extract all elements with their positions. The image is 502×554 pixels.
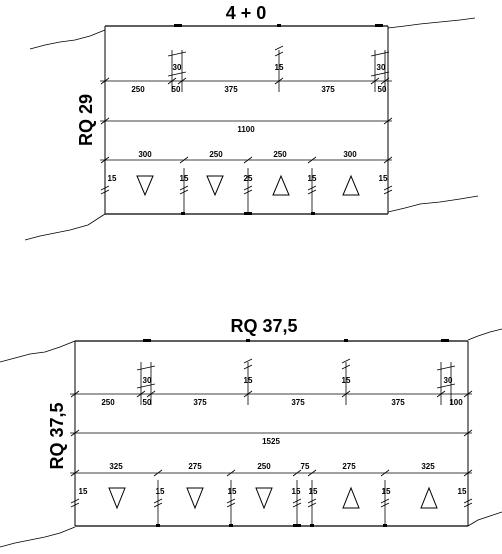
row2-label: 275 xyxy=(188,462,202,471)
side-label: RQ 29 xyxy=(76,94,96,146)
row2-label: 250 xyxy=(273,150,287,159)
mark-label: 30 xyxy=(377,63,386,72)
row2-label: 325 xyxy=(421,462,435,471)
lane-width-label: 15 xyxy=(156,487,165,496)
mark-label: 15 xyxy=(275,63,284,72)
lane-width-label: 15 xyxy=(108,174,117,183)
top-marker xyxy=(174,24,182,27)
top-marker xyxy=(277,24,281,27)
lane-width-label: 15 xyxy=(458,487,467,496)
arrow-up-icon xyxy=(420,486,438,509)
arrow-up-icon xyxy=(342,174,360,196)
arrow-up-icon xyxy=(342,486,360,509)
total-label: 1525 xyxy=(262,437,280,446)
lane-width-label: 15 xyxy=(228,487,237,496)
cross-section-2 xyxy=(0,328,502,548)
top-marker xyxy=(441,339,449,342)
side-label: RQ 37,5 xyxy=(47,402,67,469)
row1-label: 375 xyxy=(193,398,207,407)
dim-ticks-total xyxy=(70,429,473,437)
row2-label: 275 xyxy=(342,462,356,471)
diagram-title: RQ 37,5 xyxy=(230,316,297,336)
lane-width-label: 15 xyxy=(379,174,388,183)
terrain-bottom-right xyxy=(387,195,479,213)
dim-ticks-row2 xyxy=(100,156,393,164)
terrain-top-left xyxy=(29,29,106,50)
row2-label: 250 xyxy=(209,150,223,159)
mark-label: 30 xyxy=(173,63,182,72)
cross-section-1 xyxy=(24,17,479,241)
arrow-down-icon xyxy=(255,487,273,510)
lane-cross xyxy=(70,498,473,508)
row1-label: 375 xyxy=(391,398,405,407)
terrain-bottom-right xyxy=(467,511,502,527)
dim-ticks-row1 xyxy=(70,390,473,398)
terrain-top-left xyxy=(0,340,76,363)
row1-label: 375 xyxy=(291,398,305,407)
terrain-bottom-left xyxy=(0,526,76,548)
row1-label: 50 xyxy=(172,85,181,94)
row1-label: 100 xyxy=(449,398,463,407)
lane-width-label: 15 xyxy=(180,174,189,183)
top-marker xyxy=(344,339,348,342)
terrain-top-right xyxy=(467,328,502,341)
row2-label: 300 xyxy=(138,150,152,159)
dim-ticks-row1 xyxy=(100,77,390,85)
bottom-marker xyxy=(311,212,315,215)
lane-width-label: 15 xyxy=(309,487,318,496)
top-marker xyxy=(246,339,250,342)
arrow-down-icon xyxy=(108,487,126,510)
row1-label: 250 xyxy=(131,85,145,94)
lane-width-label: 15 xyxy=(308,174,317,183)
lane-cross xyxy=(100,185,393,195)
mark-label: 30 xyxy=(143,376,152,385)
arrow-down-icon xyxy=(206,175,224,197)
mark-label: 30 xyxy=(444,376,453,385)
row2-label: 300 xyxy=(343,150,357,159)
row1-label: 50 xyxy=(378,85,387,94)
arrow-down-icon xyxy=(136,175,154,197)
tick-cross xyxy=(136,358,456,389)
row1-label: 375 xyxy=(224,85,238,94)
diagram-title: 4 + 0 xyxy=(226,3,267,23)
row1-label: 375 xyxy=(321,85,335,94)
lane-width-label: 15 xyxy=(79,487,88,496)
lane-width-label: 15 xyxy=(292,487,301,496)
total-label: 1100 xyxy=(237,125,255,134)
terrain-bottom-left xyxy=(24,213,106,241)
terrain-top-right xyxy=(387,17,476,29)
lane-width-label: 15 xyxy=(382,487,391,496)
top-marker xyxy=(375,24,383,27)
arrow-down-icon xyxy=(186,487,204,510)
row2-label: 325 xyxy=(109,462,123,471)
lane-width-label: 25 xyxy=(244,174,253,183)
arrow-up-icon xyxy=(272,174,290,196)
row1-label: 50 xyxy=(143,398,152,407)
mark-label: 15 xyxy=(342,376,351,385)
top-marker xyxy=(143,339,151,342)
dim-ticks-row2 xyxy=(70,469,473,477)
row2-label: 75 xyxy=(301,462,310,471)
row2-label: 250 xyxy=(257,462,271,471)
dim-ticks-total xyxy=(100,117,393,125)
row1-label: 250 xyxy=(101,398,115,407)
mark-label: 15 xyxy=(244,376,253,385)
tick-cross xyxy=(167,45,390,77)
bottom-marker xyxy=(181,212,185,215)
